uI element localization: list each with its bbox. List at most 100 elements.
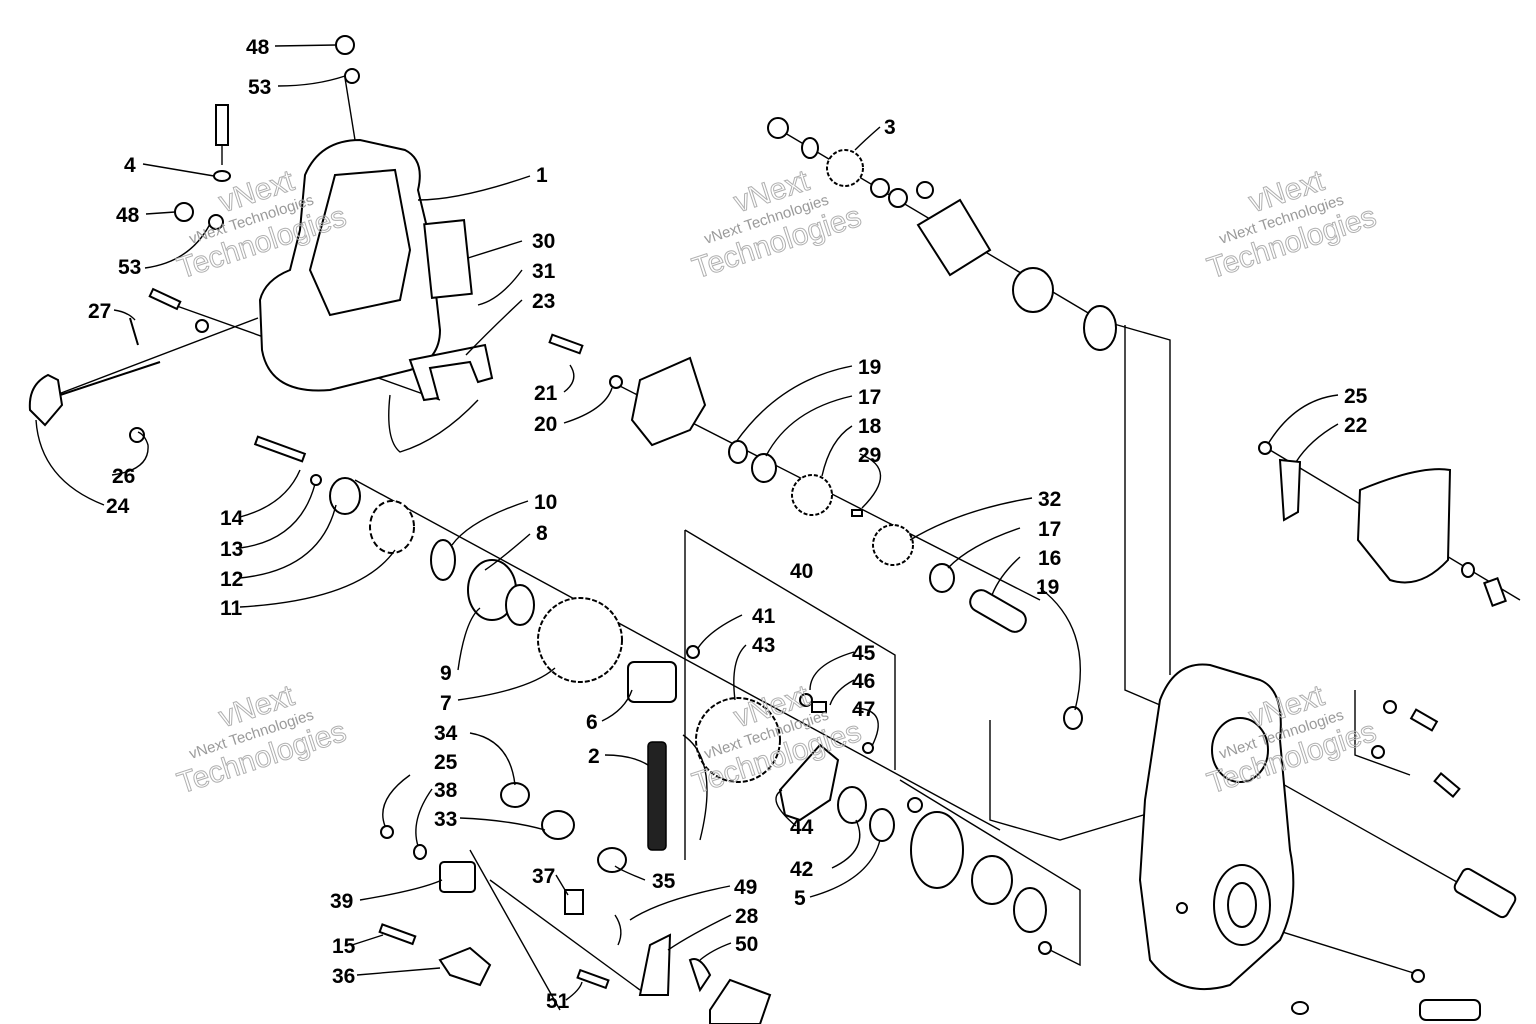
- washer: [208, 214, 224, 230]
- bushing-33: [541, 810, 575, 840]
- part-label: 17: [858, 386, 881, 409]
- shaft-end: [1453, 867, 1517, 919]
- part-label: 34: [434, 722, 458, 745]
- part-label: 30: [532, 230, 555, 253]
- part-label: 22: [1344, 414, 1367, 437]
- part-label: 9: [440, 662, 452, 685]
- pad-36: [438, 946, 492, 987]
- washer: [1383, 700, 1397, 714]
- bearing-inner: [505, 584, 535, 626]
- part-label: 51: [546, 990, 570, 1013]
- part-label: 41: [752, 605, 776, 628]
- washer: [1461, 562, 1475, 578]
- sprocket-18: [791, 474, 833, 516]
- nut: [916, 181, 934, 199]
- bolt: [548, 333, 584, 355]
- part-label: 19: [858, 356, 881, 379]
- watermark: vNext vNext Technologies Technologies: [1203, 164, 1381, 286]
- part-label: 37: [532, 865, 555, 888]
- washer: [862, 742, 874, 754]
- part-label: 1: [536, 164, 548, 187]
- cover-latch: [408, 343, 494, 402]
- part-label: 19: [1036, 576, 1059, 599]
- bolt: [1409, 708, 1439, 732]
- part-label: 23: [532, 290, 555, 313]
- pin: [969, 589, 1027, 633]
- part-label: 53: [248, 76, 271, 99]
- part-label: 32: [1038, 488, 1061, 511]
- nut: [174, 202, 194, 222]
- leader-lines: [35, 44, 1339, 1001]
- cover-wire: [388, 394, 479, 453]
- part-label: 17: [1038, 518, 1061, 541]
- nut: [799, 693, 813, 707]
- part-label: 48: [246, 36, 270, 59]
- bushing-35: [597, 847, 627, 873]
- washer: [801, 137, 819, 159]
- part-label: 49: [734, 876, 757, 899]
- sprocket-32: [872, 524, 914, 566]
- o-ring: [1083, 305, 1117, 351]
- part-label: 28: [735, 905, 759, 928]
- part-label: 10: [534, 491, 557, 514]
- part-label: 42: [790, 858, 813, 881]
- bolt: [148, 287, 182, 311]
- bolt-37: [564, 889, 584, 915]
- bolt-15: [378, 923, 417, 946]
- washer: [310, 474, 322, 486]
- part-label: 11: [220, 597, 243, 620]
- part-label: 50: [735, 933, 758, 956]
- clip-50: [688, 958, 712, 993]
- sprocket-3: [826, 149, 864, 187]
- o-ring: [1013, 887, 1047, 933]
- part-label: 29: [858, 444, 881, 467]
- part-label: 2: [588, 745, 600, 768]
- bolt: [215, 104, 229, 146]
- nut: [907, 797, 923, 813]
- flange-plate: [916, 198, 992, 277]
- bolt: [811, 701, 827, 713]
- part-label: 40: [790, 560, 813, 583]
- nut: [335, 35, 355, 55]
- nut: [1038, 941, 1052, 955]
- part-label: 38: [434, 779, 458, 802]
- gear-43: [695, 697, 781, 783]
- part-label: 46: [852, 670, 875, 693]
- part-label: 33: [434, 808, 457, 831]
- washer: [1291, 1001, 1309, 1015]
- part-label: 24: [106, 495, 130, 518]
- part-label: 36: [332, 965, 355, 988]
- brake-lever: [28, 373, 64, 427]
- bearing-42: [837, 786, 867, 824]
- snap-ring: [430, 539, 456, 581]
- bearing: [888, 188, 908, 208]
- spacer: [751, 453, 777, 483]
- part-label: 14: [220, 507, 244, 530]
- bearing: [870, 178, 890, 198]
- part-label: 27: [88, 300, 111, 323]
- part-label: 8: [536, 522, 548, 545]
- key: [851, 509, 863, 517]
- washer: [686, 645, 700, 659]
- brake-shaft: [44, 361, 161, 401]
- washer: [1063, 706, 1083, 730]
- spring-51: [576, 968, 610, 990]
- washer: [129, 427, 145, 443]
- nut: [1411, 969, 1425, 983]
- bushing-34: [500, 782, 530, 808]
- bolt: [253, 435, 307, 463]
- washer: [728, 440, 748, 464]
- brake-housing: [1356, 468, 1452, 584]
- part-label: 45: [852, 642, 876, 665]
- part-label: 12: [220, 568, 243, 591]
- washer-5: [869, 808, 895, 842]
- part-label: 25: [434, 751, 458, 774]
- caliper: [709, 978, 772, 1024]
- part-labels: 48 53 4 48 53 1 30 31 23 27 26 24 3 21 2…: [88, 36, 1368, 1013]
- part-label: 39: [330, 890, 353, 913]
- part-label: 3: [884, 116, 896, 139]
- part-label: 25: [1344, 385, 1368, 408]
- part-label: 18: [858, 415, 882, 438]
- pinion-6: [627, 661, 677, 703]
- lever-28: [638, 933, 672, 996]
